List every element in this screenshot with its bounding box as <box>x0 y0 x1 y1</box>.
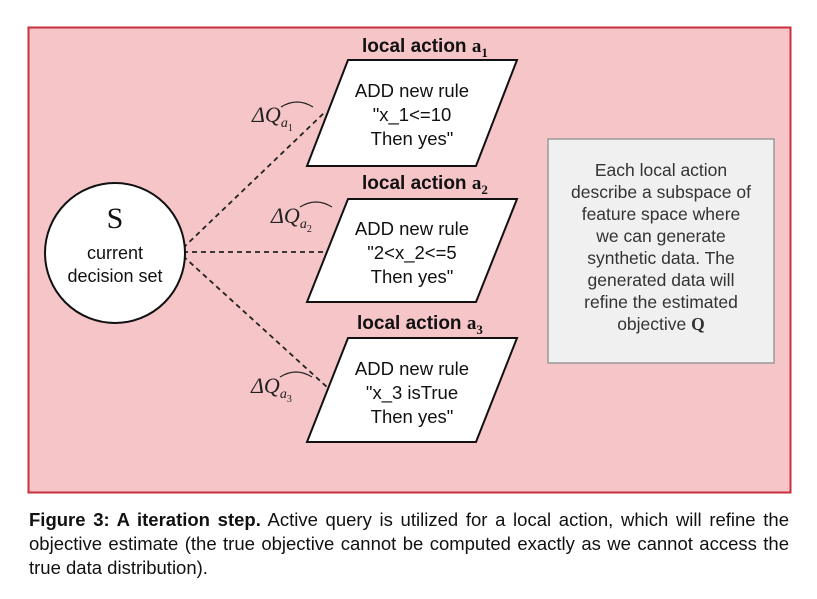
action-2-line2: "2<x_2<=5 <box>367 242 456 264</box>
caption-text: Active query is utilized for a local act… <box>29 509 789 578</box>
delta-q-label-3: ΔQa3 <box>250 371 313 405</box>
action-3-line1: ADD new rule <box>355 358 469 379</box>
action-1-title: local action a1 <box>362 36 488 60</box>
local-action-2: local action a2 ADD new rule "2<x_2<=5 T… <box>305 173 519 303</box>
diagram: S current decision set local action a1 A… <box>27 26 792 494</box>
note-line-7: refine the estimated <box>584 292 738 312</box>
explanation-note: Each local action describe a subspace of… <box>547 138 775 364</box>
svg-text:ΔQa3: ΔQa3 <box>250 373 292 405</box>
action-1-line3: Then yes" <box>371 128 454 149</box>
connector-to-action-1 <box>182 111 326 249</box>
delta-q-label-1: ΔQa1 <box>251 101 314 134</box>
action-1-line1: ADD new rule <box>355 80 469 101</box>
note-line-5: synthetic data. The <box>587 248 735 268</box>
action-2-title: local action a2 <box>362 173 488 197</box>
action-2-box <box>305 198 519 303</box>
action-2-line1: ADD new rule <box>355 218 469 239</box>
note-line-8: objective Q <box>617 314 705 334</box>
note-line-2: describe a subspace of <box>571 182 751 202</box>
action-3-line3: Then yes" <box>371 406 454 427</box>
action-3-title: local action a3 <box>357 313 483 337</box>
note-line-3: feature space where <box>582 204 741 224</box>
action-3-box <box>305 337 519 443</box>
svg-text:ΔQa1: ΔQa1 <box>251 102 293 134</box>
note-line-1: Each local action <box>595 160 727 180</box>
connector-to-action-3 <box>182 255 329 389</box>
action-3-line2: "x_3 isTrue <box>366 382 458 404</box>
svg-text:ΔQa2: ΔQa2 <box>270 203 312 235</box>
current-decision-set-node: S current decision set <box>44 182 186 324</box>
local-action-1: local action a1 ADD new rule "x_1<=10 Th… <box>305 36 519 167</box>
local-action-3: local action a3 ADD new rule "x_3 isTrue… <box>305 313 519 443</box>
action-2-line3: Then yes" <box>371 266 454 287</box>
node-symbol: S <box>107 202 124 235</box>
node-label-line2: decision set <box>67 266 162 286</box>
action-1-line2: "x_1<=10 <box>373 104 452 126</box>
node-label-line1: current <box>87 243 143 263</box>
delta-q-label-2: ΔQa2 <box>270 201 333 235</box>
action-1-box <box>305 59 519 167</box>
note-line-4: we can generate <box>595 226 725 246</box>
figure-caption: Figure 3: A iteration step. Active query… <box>29 508 789 580</box>
caption-label: Figure 3: A iteration step. <box>29 509 261 530</box>
note-line-6: generated data will <box>588 270 735 290</box>
